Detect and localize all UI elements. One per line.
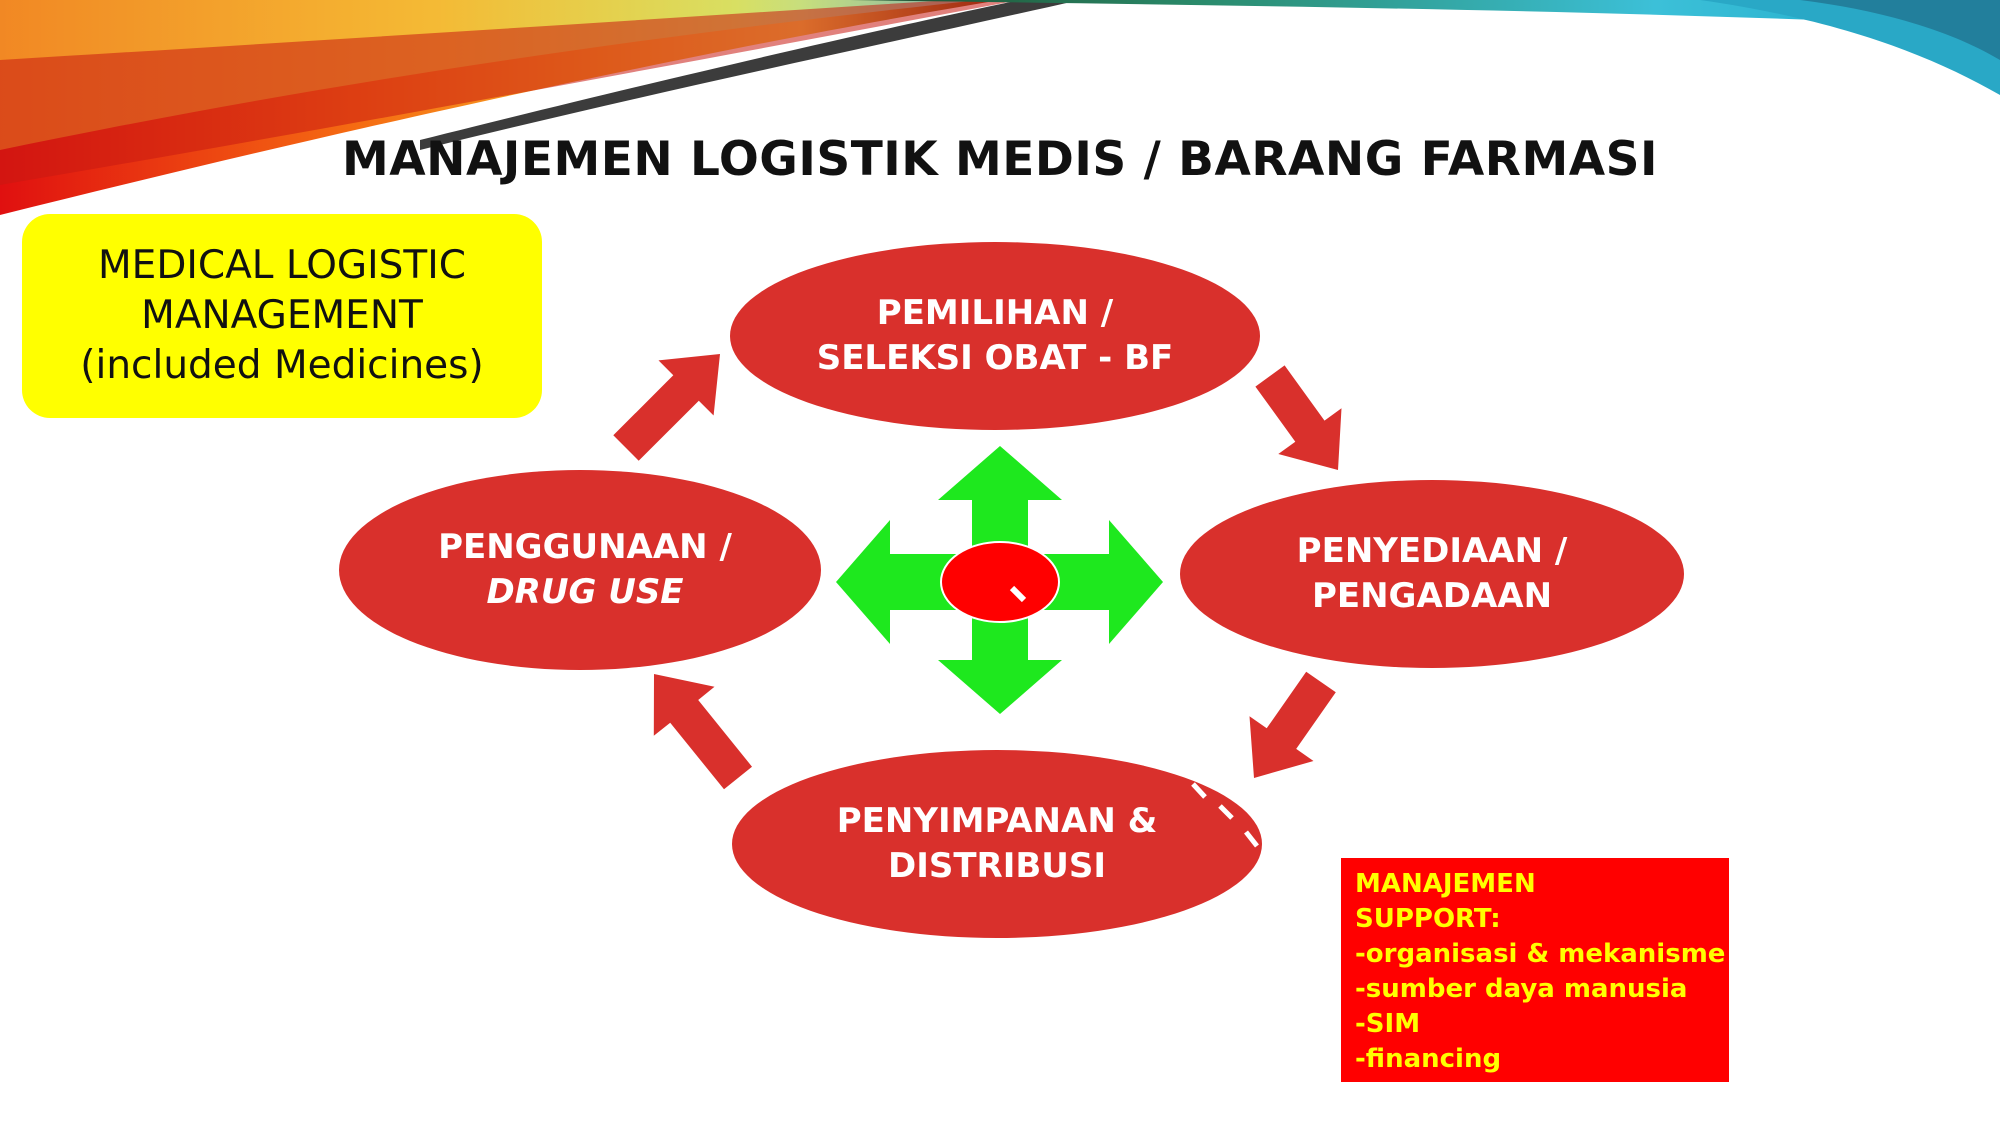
support-box: MANAJEMEN SUPPORT: -organisasi & mekanis… bbox=[1341, 858, 1729, 1082]
support-line: -organisasi & mekanisme bbox=[1355, 939, 1726, 969]
node-label-line: PENYEDIAAN / bbox=[1296, 531, 1568, 571]
node-label-line: DISTRIBUSI bbox=[887, 846, 1107, 886]
node-pemilihan: PEMILIHAN / SELEKSI OBAT - BF bbox=[745, 286, 1245, 386]
node-penggunaan: PENGGUNAAN / DRUG USE bbox=[335, 520, 835, 620]
node-penyediaan: PENYEDIAAN / PENGADAAN bbox=[1182, 524, 1682, 624]
node-penyediaan-ellipse bbox=[1180, 480, 1684, 668]
support-line: SUPPORT: bbox=[1355, 904, 1501, 934]
center-four-way-arrow bbox=[836, 446, 1163, 714]
support-line: -sumber daya manusia bbox=[1355, 974, 1688, 1004]
node-label-line: PENGADAAN bbox=[1311, 576, 1553, 616]
node-label-line: SELEKSI OBAT - BF bbox=[816, 338, 1174, 378]
node-label-line: DRUG USE bbox=[486, 572, 684, 612]
callout-line: MANAGEMENT bbox=[141, 293, 423, 338]
center-arrow-up bbox=[938, 446, 1062, 582]
support-line: -SIM bbox=[1355, 1009, 1421, 1039]
center-arrow-left bbox=[836, 520, 1000, 644]
callout-box: MEDICAL LOGISTIC MANAGEMENT (included Me… bbox=[22, 214, 542, 418]
cycle-arrow-to-penyimpanan bbox=[1249, 671, 1336, 778]
node-penggunaan-ellipse bbox=[339, 470, 821, 670]
decorative-swoosh bbox=[0, 0, 2000, 215]
center-arrow-right bbox=[1000, 520, 1163, 644]
center-hub-tick bbox=[1009, 585, 1027, 603]
center-hub bbox=[940, 541, 1060, 623]
callout-line: (included Medicines) bbox=[80, 343, 484, 388]
center-arrow-down bbox=[938, 582, 1062, 714]
decorative-dash bbox=[1191, 782, 1259, 848]
slide-title: MANAJEMEN LOGISTIK MEDIS / BARANG FARMAS… bbox=[342, 132, 1658, 187]
cycle-arrow-to-penyediaan bbox=[1255, 365, 1342, 470]
callout-line: MEDICAL LOGISTIC bbox=[98, 243, 466, 288]
node-penyimpanan-ellipse bbox=[732, 750, 1262, 938]
support-line: -financing bbox=[1355, 1044, 1502, 1074]
cycle-arrow-to-penggunaan bbox=[653, 674, 752, 790]
node-label-line: PENYIMPANAN & bbox=[836, 801, 1158, 841]
cycle-arrow-to-pemilihan bbox=[613, 354, 720, 461]
node-label-line: PEMILIHAN / bbox=[876, 293, 1114, 333]
node-penyimpanan: PENYIMPANAN & DISTRIBUSI bbox=[747, 794, 1247, 894]
node-label-line: PENGGUNAAN / bbox=[438, 527, 732, 567]
node-pemilihan-ellipse bbox=[730, 242, 1260, 430]
support-line: MANAJEMEN bbox=[1355, 869, 1536, 899]
